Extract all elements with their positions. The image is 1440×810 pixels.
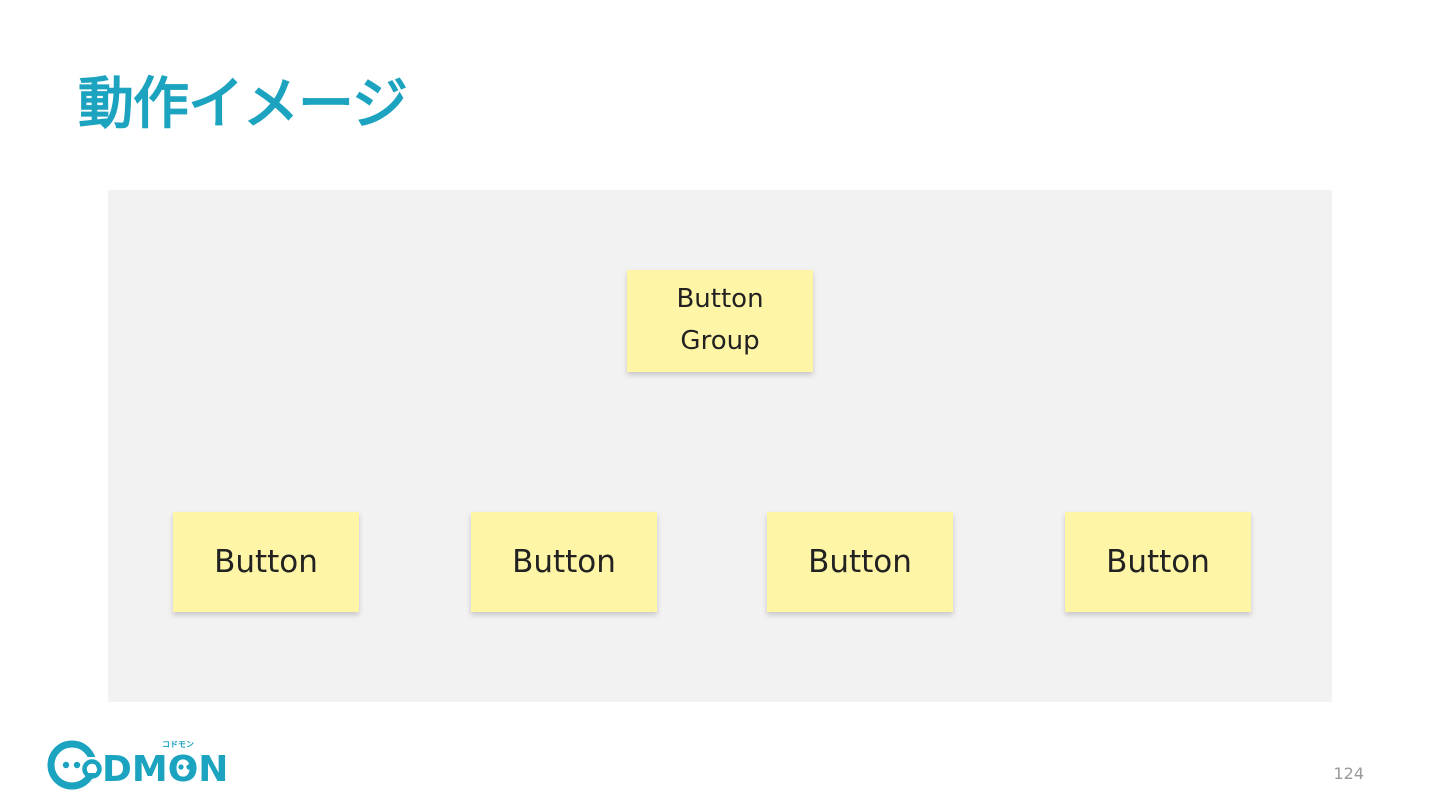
page-title: 動作イメージ bbox=[78, 72, 408, 137]
codmon-logo: コドモン DMON bbox=[47, 740, 228, 790]
button-group-label-line1: Button bbox=[676, 284, 764, 315]
diagram-canvas: Button Group Button Button Button Button bbox=[108, 190, 1332, 702]
button-node-4: Button bbox=[1065, 512, 1251, 612]
button-group-node: Button Group bbox=[627, 270, 813, 372]
button-node-label: Button bbox=[512, 544, 616, 580]
button-group-label-line2: Group bbox=[680, 326, 760, 356]
button-node-label: Button bbox=[214, 544, 318, 580]
button-node-label: Button bbox=[808, 544, 912, 580]
button-node-2: Button bbox=[471, 512, 657, 612]
button-node-label: Button bbox=[1106, 544, 1210, 580]
logo-wordmark: DMON bbox=[102, 749, 228, 790]
button-node-1: Button bbox=[173, 512, 359, 612]
page-number: 124 bbox=[1333, 764, 1364, 783]
button-node-3: Button bbox=[767, 512, 953, 612]
logo-tagline: コドモン bbox=[162, 740, 194, 749]
